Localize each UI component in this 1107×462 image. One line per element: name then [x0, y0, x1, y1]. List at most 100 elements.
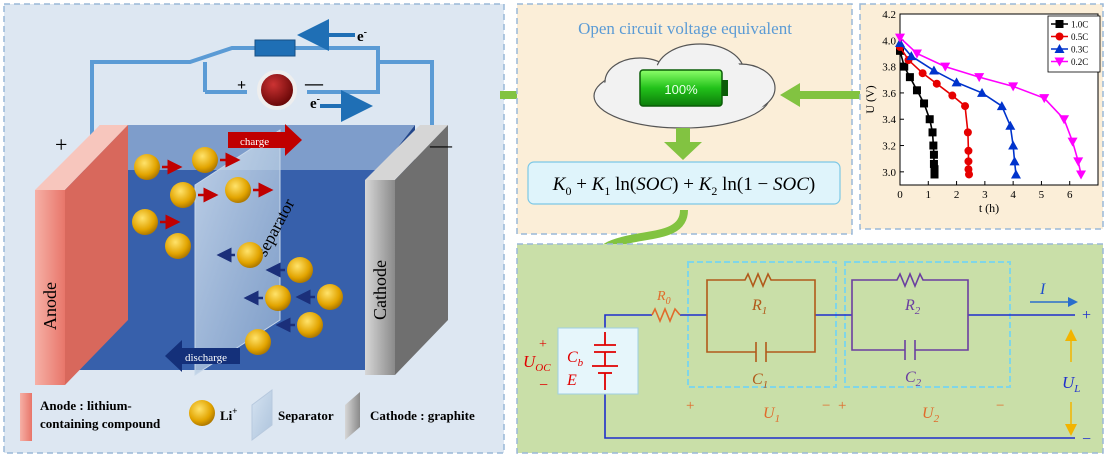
data-point: [1008, 140, 1019, 150]
rc1-network: [706, 271, 816, 362]
li-ions-left: [132, 147, 274, 259]
rc2-network: [851, 271, 969, 360]
x-tick-label: 6: [1067, 189, 1073, 201]
u2-plus: +: [838, 398, 846, 414]
battery-percent: 100%: [664, 82, 698, 97]
charge-label: charge: [240, 136, 269, 148]
data-point: [930, 165, 939, 174]
li-ion: [165, 233, 191, 259]
ocv-source-symbol: [592, 332, 618, 390]
e-label: E: [566, 372, 577, 389]
legend-entry: 1.0C: [1071, 20, 1088, 30]
cathode-minus-sign: —: [429, 132, 453, 157]
source-plus: +: [237, 77, 246, 94]
series-line-0.2C: [899, 37, 1082, 175]
battery-panel: + — e- e- separator Anode + Cathode — ch…: [3, 3, 505, 454]
u2-label: U2: [922, 405, 940, 425]
y-axis-label: U (V): [863, 85, 877, 113]
ul-minus: −: [1082, 431, 1091, 448]
data-point: [918, 69, 927, 78]
x-tick-label: 3: [982, 189, 988, 201]
li-ion: [192, 147, 218, 173]
data-point: [928, 128, 937, 137]
current-arrow-head: [1068, 297, 1078, 307]
ocv-source-box: [557, 327, 639, 395]
resistor-symbol: [254, 39, 296, 57]
circuit-wires: [604, 314, 1075, 439]
y-tick-label: 3.0: [882, 167, 896, 179]
r1-label: R1: [751, 297, 767, 317]
y-tick-label: 3.2: [882, 141, 896, 153]
data-point: [961, 102, 970, 111]
anode-side: [65, 125, 128, 385]
data-point: [932, 79, 941, 88]
data-point: [948, 91, 957, 100]
ul-plus: +: [1082, 307, 1091, 324]
r0-label: R0: [656, 289, 671, 307]
full-battery-icon: 100%: [639, 69, 728, 107]
legend-cathode-label: Cathode : graphite: [370, 408, 475, 423]
legend-entry: 0.3C: [1071, 45, 1088, 55]
legend-cathode-swatch: [345, 392, 360, 440]
cb-label: Cb: [567, 349, 584, 369]
data-point: [1009, 156, 1020, 166]
u1-minus: −: [822, 398, 830, 414]
ocv-down-arrow-shaft: [676, 128, 690, 144]
data-point: [1008, 82, 1019, 92]
data-point: [930, 170, 939, 179]
data-point: [940, 62, 951, 72]
data-point: [963, 128, 972, 137]
electron-label-top: e-: [357, 27, 367, 45]
legend-anode-swatch: [20, 393, 32, 441]
battery-legend: Anode : lithium- containing compound Li+…: [20, 389, 475, 441]
data-point: [905, 73, 914, 82]
li-ion: [297, 312, 323, 338]
cathode-top: [365, 125, 448, 180]
li-ion: [170, 182, 196, 208]
y-tick-label: 3.6: [882, 88, 896, 100]
data-point: [929, 141, 938, 150]
li-ion: [245, 329, 271, 355]
legend-anode-line2: containing compound: [40, 416, 161, 431]
y-tick-label: 3.4: [882, 114, 896, 126]
data-point: [912, 86, 921, 95]
data-point: [928, 65, 939, 75]
ocv-panel: Open circuit voltage equivalent 100% K0 …: [516, 3, 853, 235]
uoc-label: UOC: [523, 352, 551, 374]
y-tick-label: 3.8: [882, 62, 896, 74]
data-point: [1076, 170, 1087, 180]
data-point: [925, 115, 934, 124]
li-ions-right: [216, 242, 343, 355]
data-point: [906, 51, 917, 61]
data-point: [1054, 57, 1065, 67]
rc1-box: [687, 261, 837, 388]
li-ion: [134, 154, 160, 180]
legend-li-label: Li+: [220, 406, 237, 423]
u1-label: U1: [763, 405, 780, 425]
u2-minus: −: [996, 398, 1004, 414]
x-tick-label: 5: [1039, 189, 1045, 201]
cathode-side: [395, 125, 448, 375]
data-point: [895, 33, 905, 43]
data-point: [974, 73, 985, 83]
data-point: [1059, 115, 1070, 125]
li-ion: [225, 177, 251, 203]
data-point: [996, 101, 1007, 111]
power-source-icon: [257, 70, 297, 110]
r0-resistor: [651, 306, 681, 324]
discharge-label: discharge: [185, 352, 227, 364]
c2-label: C2: [905, 369, 922, 389]
ocv-formula-box: [527, 161, 841, 205]
r2-label: R2: [904, 297, 921, 317]
li-ion: [132, 209, 158, 235]
data-point: [951, 77, 962, 87]
circuit-panel: Cb E + UOC − R0 R1 C1 R2 C2 + U1: [516, 243, 1104, 454]
data-point: [1010, 169, 1021, 179]
current-label: I: [1039, 281, 1046, 298]
data-point: [1067, 137, 1078, 147]
li-ion: [237, 242, 263, 268]
x-tick-label: 0: [897, 189, 903, 201]
